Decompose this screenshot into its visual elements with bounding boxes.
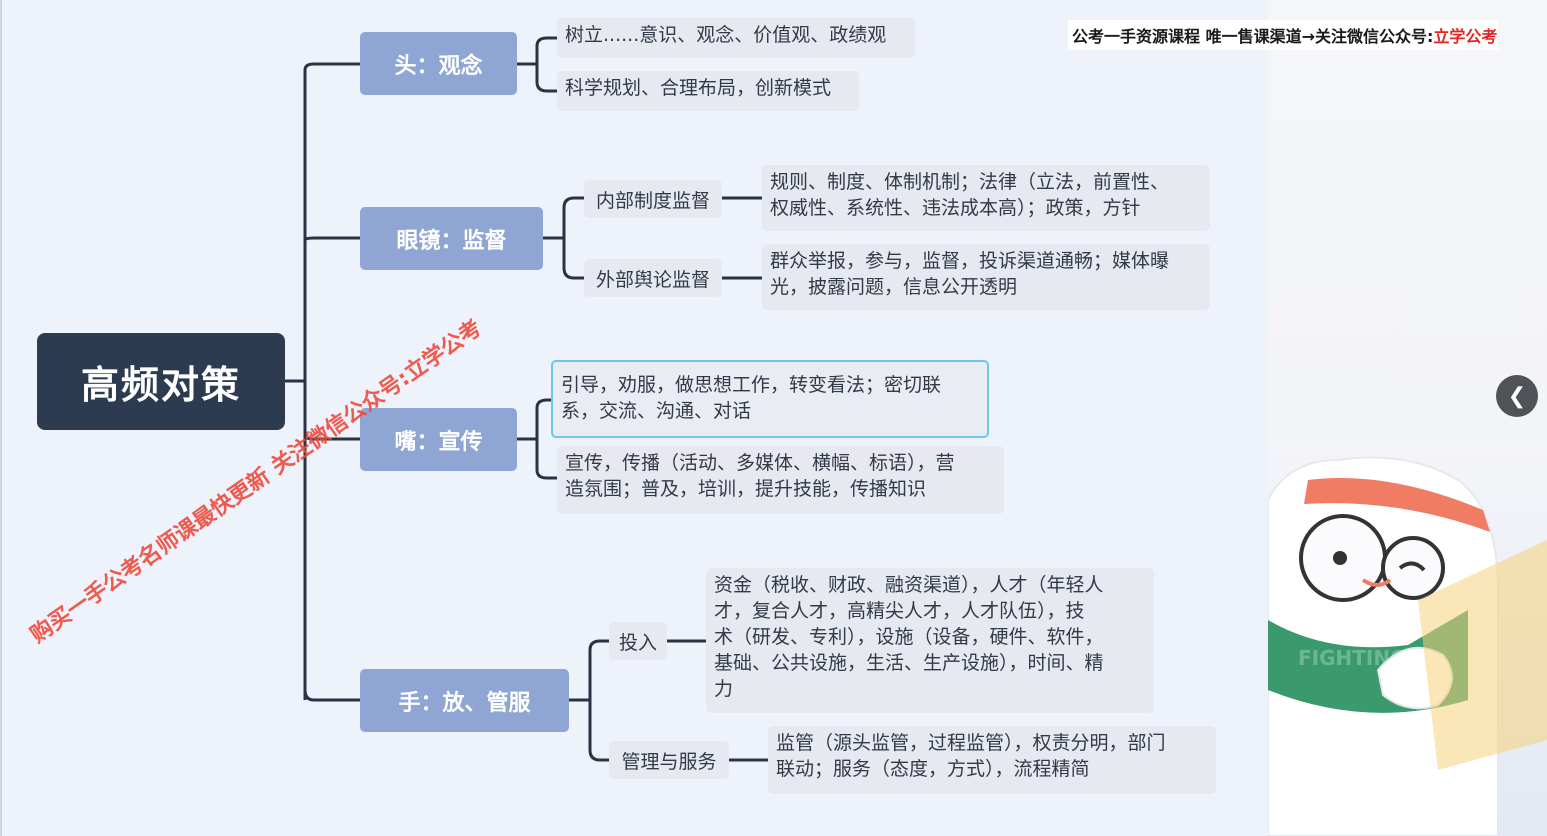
branch-mouth[interactable]: 嘴：宣传 [360,408,517,471]
leaf-head-1[interactable]: 树立......意识、观念、价值观、政绩观 [557,18,915,58]
chevron-left-icon: ❮ [1508,384,1526,409]
sub-management-service[interactable]: 管理与服务 [609,741,729,779]
leaf-management-service[interactable]: 监管（源头监管，过程监管），权责分明，部门 联动；服务（态度，方式），流程精简 [768,726,1216,794]
sub-investment[interactable]: 投入 [609,622,667,660]
leaf-internal-supervision[interactable]: 规则、制度、体制机制；法律（立法，前置性、 权威性、系统性、违法成本高）；政策，… [762,165,1210,231]
leaf-mouth-2[interactable]: 宣传，传播（活动、多媒体、横幅、标语），营 造氛围；普及，培训，提升技能，传播知… [557,446,1004,514]
mindmap-canvas: 高频对策 头：观念 树立......意识、观念、价值观、政绩观 科学规划、合理布… [0,0,1268,836]
root-node[interactable]: 高频对策 [37,333,285,430]
sub-external-supervision[interactable]: 外部舆论监督 [584,259,722,297]
promo-banner: 公考一手资源课程 唯一售课渠道→关注微信公众号:立学公考 [1068,20,1498,50]
sub-internal-supervision[interactable]: 内部制度监督 [584,180,722,218]
leaf-external-supervision[interactable]: 群众举报，参与，监督，投诉渠道通畅；媒体曝 光，披露问题，信息公开透明 [762,244,1210,310]
leaf-head-2[interactable]: 科学规划、合理布局，创新模式 [557,71,859,111]
branch-glasses[interactable]: 眼镜：监督 [360,207,543,270]
promo-banner-text: 公考一手资源课程 唯一售课渠道→关注微信公众号: [1072,23,1433,47]
promo-banner-brand: 立学公考 [1433,23,1497,47]
leaf-investment[interactable]: 资金（税收、财政、融资渠道），人才（年轻人 才，复合人才，高精尖人才，人才队伍）… [706,568,1154,713]
mascot-illustration: FIGHTING [1268,440,1547,836]
leaf-mouth-1[interactable]: 引导，劝服，做思想工作，转变看法；密切联 系，交流、沟通、对话 [551,360,989,438]
collapse-panel-button[interactable]: ❮ [1496,375,1538,417]
branch-hands[interactable]: 手：放、管服 [360,669,569,732]
branch-head[interactable]: 头：观念 [360,32,517,95]
